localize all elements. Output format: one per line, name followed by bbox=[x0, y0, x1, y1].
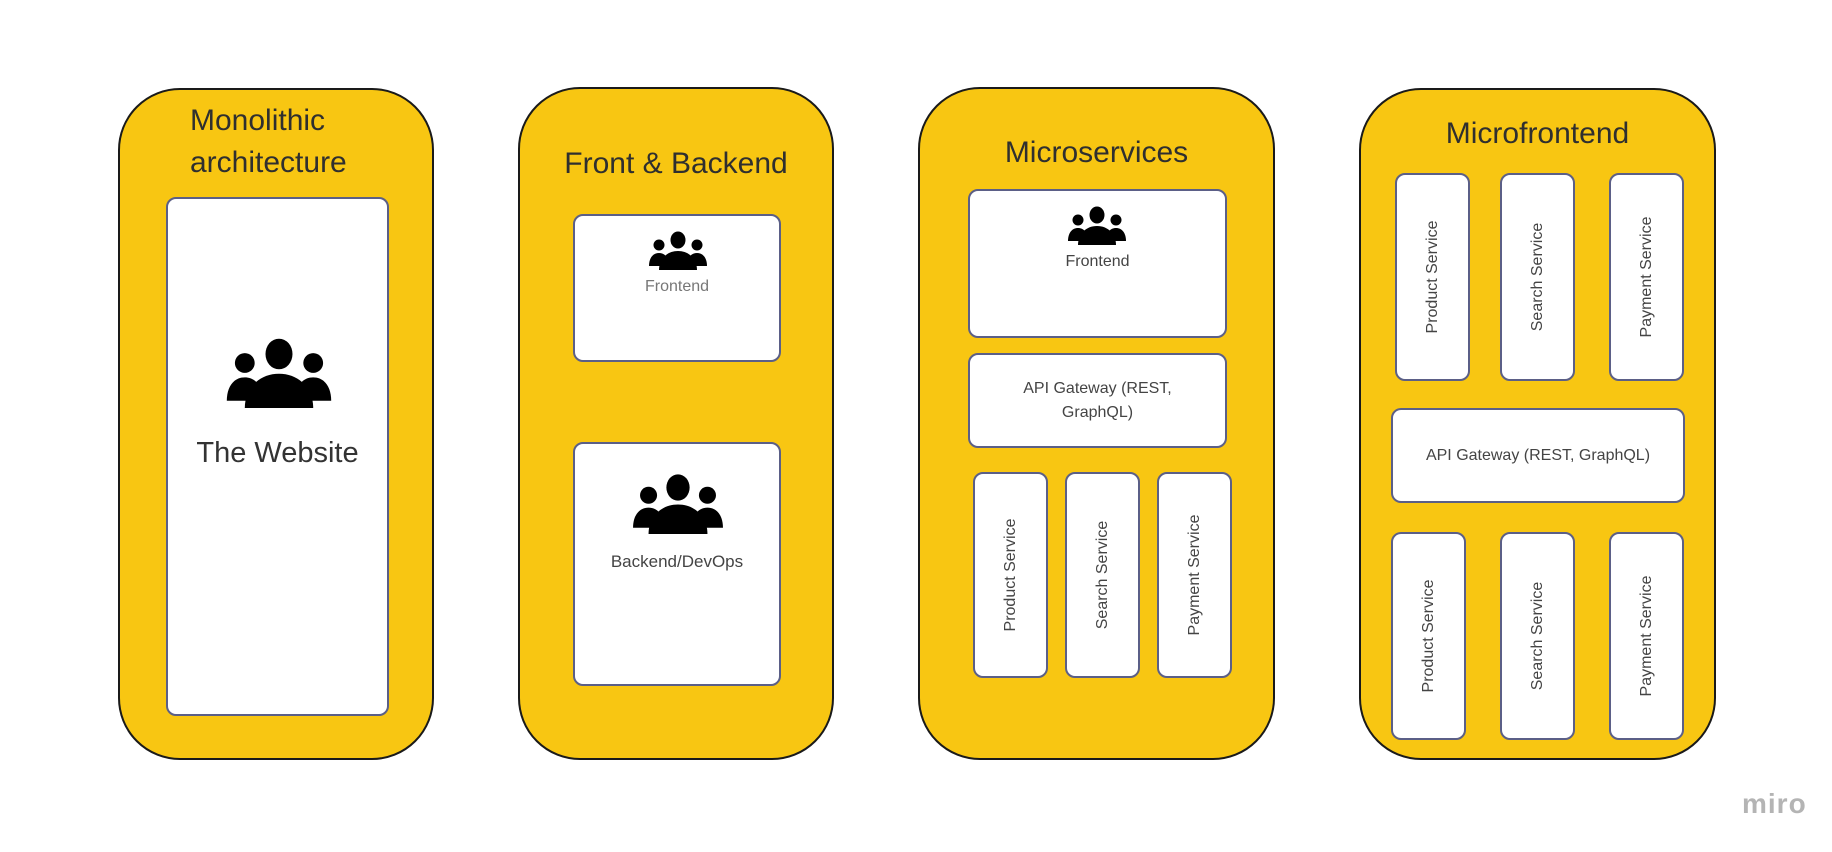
card-frontend: Frontend bbox=[968, 189, 1227, 338]
card-product-service-bottom: Product Service bbox=[1391, 532, 1466, 740]
panel-monolithic: Monolithic architecture The Website bbox=[118, 88, 434, 760]
card-frontend: Frontend bbox=[573, 214, 781, 362]
api-gateway-line-1: API Gateway (REST, bbox=[1023, 379, 1172, 397]
api-gateway-line-2: GraphQL) bbox=[1061, 403, 1134, 421]
title-line-1: Monolithic bbox=[190, 104, 326, 137]
card-search-service: Search Service bbox=[1065, 472, 1140, 678]
card-website: The Website bbox=[166, 197, 389, 716]
panel-front-backend: Front & Backend Frontend Backend/DevOps bbox=[518, 87, 834, 760]
service-label: Product Service bbox=[1423, 220, 1441, 334]
panel-title-microservices: Microservices bbox=[1004, 136, 1189, 169]
service-label: Search Service bbox=[1528, 222, 1546, 332]
service-label: Search Service bbox=[1093, 520, 1111, 630]
service-label: Payment Service bbox=[1637, 575, 1655, 697]
service-label: Payment Service bbox=[1637, 216, 1655, 338]
card-product-service: Product Service bbox=[973, 472, 1048, 678]
miro-watermark: miro bbox=[1742, 788, 1807, 819]
card-label-frontend: Frontend bbox=[1065, 253, 1130, 270]
card-search-service-top: Search Service bbox=[1500, 173, 1575, 381]
service-label: Product Service bbox=[1419, 579, 1437, 693]
card-search-service-bottom: Search Service bbox=[1500, 532, 1575, 740]
people-icon bbox=[1066, 205, 1128, 245]
card-label-frontend: Frontend bbox=[644, 278, 710, 295]
service-label: Payment Service bbox=[1185, 514, 1203, 636]
panel-microservices: Microservices Frontend API Gateway (REST… bbox=[918, 87, 1275, 760]
people-icon bbox=[224, 336, 334, 408]
people-icon bbox=[647, 230, 709, 270]
api-gateway-label: API Gateway (REST, GraphQL) bbox=[970, 377, 1225, 425]
panel-title-monolithic: Monolithic architecture bbox=[190, 100, 347, 184]
card-api-gateway: API Gateway (REST, GraphQL) bbox=[1391, 408, 1685, 503]
card-backend: Backend/DevOps bbox=[573, 442, 781, 686]
api-gateway-label: API Gateway (REST, GraphQL) bbox=[1425, 446, 1651, 464]
service-label: Search Service bbox=[1528, 581, 1546, 691]
card-product-service-top: Product Service bbox=[1395, 173, 1470, 381]
people-icon bbox=[630, 472, 726, 534]
card-label-website: The Website bbox=[196, 437, 359, 469]
card-label-backend: Backend/DevOps bbox=[610, 552, 744, 571]
panel-title-microfrontend: Microfrontend bbox=[1445, 117, 1630, 150]
service-label: Product Service bbox=[1001, 518, 1019, 632]
panel-microfrontend: Microfrontend Product Service Search Ser… bbox=[1359, 88, 1716, 760]
card-api-gateway: API Gateway (REST, GraphQL) bbox=[968, 353, 1227, 448]
card-payment-service-bottom: Payment Service bbox=[1609, 532, 1684, 740]
card-payment-service: Payment Service bbox=[1157, 472, 1232, 678]
card-payment-service-top: Payment Service bbox=[1609, 173, 1684, 381]
panel-title-front-backend: Front & Backend bbox=[564, 147, 788, 180]
title-line-2: architecture bbox=[190, 146, 347, 179]
